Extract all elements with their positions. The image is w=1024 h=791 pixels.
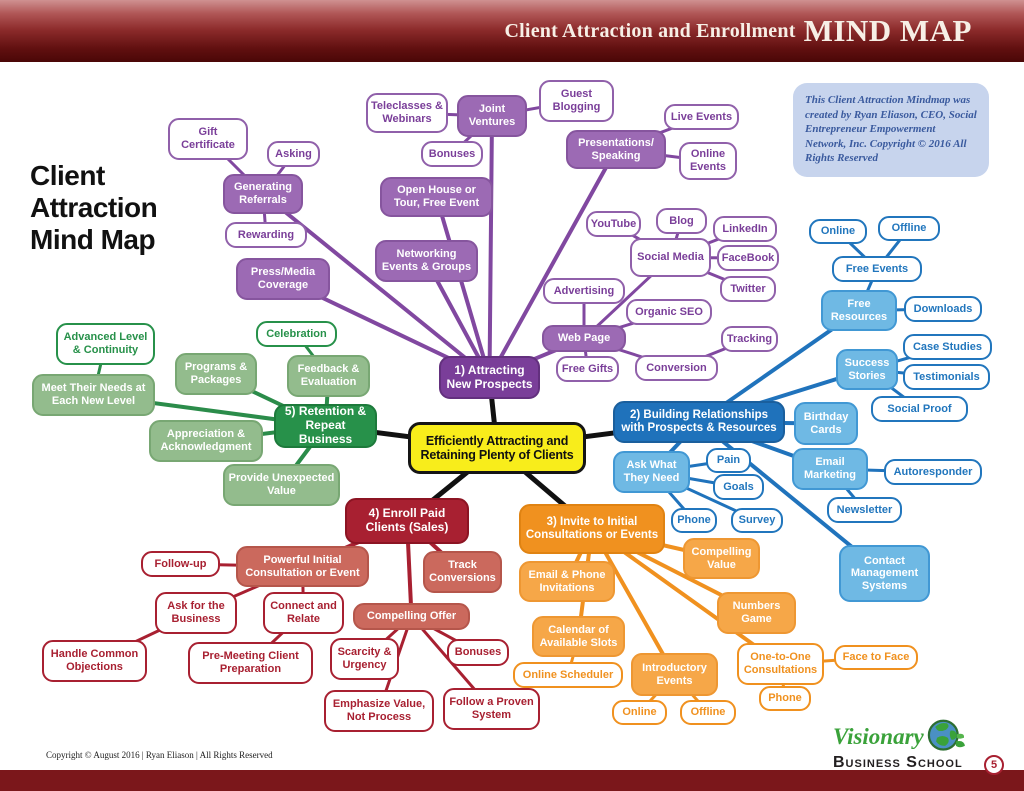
node-calendar: Calendar of Available Slots xyxy=(532,616,625,657)
node-gift_certificate: Gift Certificate xyxy=(168,118,248,160)
node-twitter: Twitter xyxy=(720,276,776,302)
node-phone_o: Phone xyxy=(759,686,811,711)
node-online_events: Online Events xyxy=(679,142,737,180)
bottom-bar xyxy=(0,770,1024,791)
edge-attracting-open_house xyxy=(434,195,492,380)
header-title: Client Attraction and Enrollment MIND MA… xyxy=(505,0,972,62)
node-bonuses_p: Bonuses xyxy=(421,141,483,167)
node-pain: Pain xyxy=(706,448,751,473)
node-downloads: Downloads xyxy=(904,296,982,322)
page-number-badge: 5 xyxy=(984,755,1004,775)
node-contact_mgmt: Contact Management Systems xyxy=(839,545,930,602)
node-goals: Goals xyxy=(713,474,764,500)
node-organic_seo: Organic SEO xyxy=(626,299,712,325)
node-phone_b: Phone xyxy=(671,508,717,533)
node-conversion: Conversion xyxy=(635,355,718,381)
node-center: Efficiently Attracting and Retaining Ple… xyxy=(408,422,586,474)
node-asking: Asking xyxy=(267,141,320,167)
node-newsletter: Newsletter xyxy=(827,497,902,523)
node-teleclasses: Teleclasses & Webinars xyxy=(366,93,448,133)
node-open_house: Open House or Tour, Free Event xyxy=(380,177,493,217)
node-building: 2) Building Relationships with Prospects… xyxy=(613,401,785,443)
node-facebook: FaceBook xyxy=(717,245,779,271)
edge-attracting-joint_ventures xyxy=(487,114,494,380)
node-online_scheduler: Online Scheduler xyxy=(513,662,623,688)
node-follow_system: Follow a Proven System xyxy=(443,688,540,730)
node-enroll: 4) Enroll Paid Clients (Sales) xyxy=(345,498,469,544)
node-handle_objections: Handle Common Objections xyxy=(42,640,147,682)
node-success_stories: Success Stories xyxy=(836,349,898,390)
header-title-text: Client Attraction and Enrollment xyxy=(504,19,796,42)
node-online_b: Online xyxy=(809,219,867,244)
node-online_o: Online xyxy=(612,700,667,725)
node-powerful: Powerful Initial Consultation or Event xyxy=(236,546,369,587)
logo-caps-text: Business School xyxy=(833,754,963,771)
header-title-emphasis: MIND MAP xyxy=(803,13,972,48)
node-free_events_b: Free Events xyxy=(832,256,922,282)
node-press_media: Press/Media Coverage xyxy=(236,258,330,300)
node-emphasize: Emphasize Value, Not Process xyxy=(324,690,434,732)
node-ask_what: Ask What They Need xyxy=(613,451,690,493)
page-title: Client Attraction Mind Map xyxy=(30,160,158,256)
node-provide: Provide Unexpected Value xyxy=(223,464,340,506)
node-programs: Programs & Packages xyxy=(175,353,257,395)
node-birthday_cards: Birthday Cards xyxy=(794,402,858,445)
node-followup: Follow-up xyxy=(141,551,220,577)
node-track_conversions: Track Conversions xyxy=(423,551,502,593)
node-offline_b: Offline xyxy=(878,216,940,241)
node-feedback: Feedback & Evaluation xyxy=(287,355,370,397)
node-blog: Blog xyxy=(656,208,707,234)
node-case_studies: Case Studies xyxy=(903,334,992,360)
node-compelling_offer: Compelling Offer xyxy=(353,603,470,630)
node-compelling_value: Compelling Value xyxy=(683,538,760,579)
node-offline_o: Offline xyxy=(680,700,736,725)
node-social_proof: Social Proof xyxy=(871,396,968,422)
node-celebration: Celebration xyxy=(256,321,337,347)
node-autoresponder: Autoresponder xyxy=(884,459,982,485)
node-connect_relate: Connect and Relate xyxy=(263,592,344,634)
node-survey_b: Survey xyxy=(731,508,783,533)
node-free_resources: Free Resources xyxy=(821,290,897,331)
node-free_gifts: Free Gifts xyxy=(556,356,619,382)
node-attracting: 1) Attracting New Prospects xyxy=(439,356,540,399)
globe-icon xyxy=(927,719,965,751)
visionary-business-school-logo: Visionary Business School xyxy=(833,718,1003,771)
node-web_page: Web Page xyxy=(542,325,626,352)
header-banner: Client Attraction and Enrollment MIND MA… xyxy=(0,0,1024,62)
node-meet_needs: Meet Their Needs at Each New Level xyxy=(32,374,155,416)
logo-script-text: Visionary xyxy=(833,723,924,749)
node-face_to_face: Face to Face xyxy=(834,645,918,670)
node-appreciation: Appreciation & Acknowledgment xyxy=(149,420,263,462)
node-joint_ventures: Joint Ventures xyxy=(457,95,527,137)
node-scarcity: Scarcity & Urgency xyxy=(330,638,399,680)
leaf-icon xyxy=(955,741,965,748)
node-introductory: Introductory Events xyxy=(631,653,718,696)
node-live_events: Live Events xyxy=(664,104,739,130)
node-email_phone: Email & Phone Invitations xyxy=(519,561,615,602)
node-advanced: Advanced Level & Continuity xyxy=(56,323,155,365)
node-guest_blogging: Guest Blogging xyxy=(539,80,614,122)
node-invite: 3) Invite to Initial Consultations or Ev… xyxy=(519,504,665,554)
node-rewarding: Rewarding xyxy=(225,222,307,248)
node-youtube: YouTube xyxy=(586,211,641,237)
node-numbers_game: Numbers Game xyxy=(717,592,796,634)
node-presentations: Presentations/ Speaking xyxy=(566,130,666,169)
node-bonuses_r: Bonuses xyxy=(447,639,509,666)
node-social_media: Social Media xyxy=(630,238,711,277)
node-premeeting: Pre-Meeting Client Preparation xyxy=(188,642,313,684)
node-retention: 5) Retention & Repeat Business xyxy=(274,404,377,448)
node-linkedin: LinkedIn xyxy=(713,216,777,242)
node-networking: Networking Events & Groups xyxy=(375,240,478,282)
footer-copyright: Copyright © August 2016 | Ryan Eliason |… xyxy=(46,750,273,760)
copyright-note-box: This Client Attraction Mindmap was creat… xyxy=(793,83,989,177)
node-tracking: Tracking xyxy=(721,326,778,352)
node-testimonials: Testimonials xyxy=(903,364,990,390)
node-ask_business: Ask for the Business xyxy=(155,592,237,634)
node-email_marketing: Email Marketing xyxy=(792,448,868,490)
node-one_to_one: One-to-One Consultations xyxy=(737,643,824,685)
node-advertising: Advertising xyxy=(543,278,625,304)
node-generating_referrals: Generating Referrals xyxy=(223,174,303,214)
